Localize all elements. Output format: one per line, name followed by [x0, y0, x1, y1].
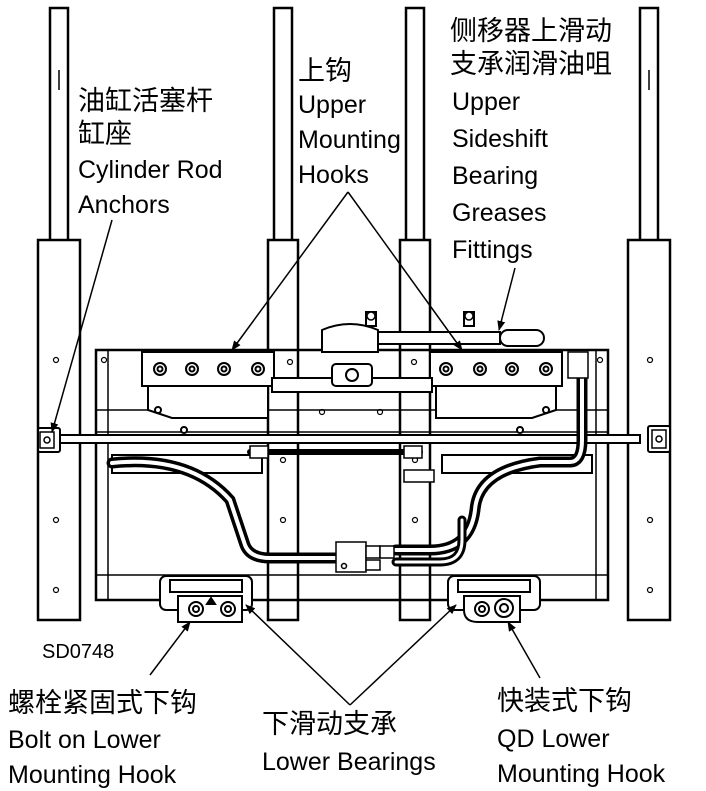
hose-fittings: [249, 351, 589, 573]
label-grease-fittings: 侧移器上滑动 支承润滑油咀 Upper Sideshift Bearing Gr…: [450, 16, 612, 264]
qd-hook-en-2: Mounting Hook: [497, 760, 666, 788]
grease-fittings-en-5: Fittings: [452, 236, 533, 264]
cylinder-rod-anchor-right: [651, 429, 667, 449]
bolt-on-hook-en-2: Mounting Hook: [8, 761, 177, 789]
grease-fittings-zh-2: 支承润滑油咀: [450, 49, 612, 80]
upper-hooks-en-3: Hooks: [298, 161, 369, 189]
bolt-on-hook-en-1: Bolt on Lower: [8, 726, 161, 754]
upper-hooks-en-2: Mounting: [298, 126, 401, 154]
bolt-on-hook-zh: 螺栓紧固式下钩: [8, 688, 197, 719]
figure-id: SD0748: [42, 641, 114, 663]
cylinder-anchors-zh-1: 油缸活塞杆: [78, 86, 213, 117]
grease-fittings-en-4: Greases: [452, 199, 546, 227]
cylinder-anchors-en-1: Cylinder Rod: [78, 156, 223, 184]
upper-hooks-zh: 上钩: [298, 56, 352, 87]
cylinder-anchors-zh-2: 缸座: [78, 119, 132, 150]
lower-bearings-zh: 下滑动支承: [262, 709, 397, 740]
label-cylinder-rod-anchors: 油缸活塞杆 缸座 Cylinder Rod Anchors: [78, 86, 223, 219]
grease-fittings-en-3: Bearing: [452, 162, 538, 190]
grease-fittings-en-1: Upper: [452, 88, 520, 116]
qd-hook-en-1: QD Lower: [497, 725, 610, 753]
label-qd-lower-hook: 快装式下钩 QD Lower Mounting Hook: [497, 686, 666, 788]
grease-fittings-en-2: Sideshift: [452, 125, 548, 153]
mast-uprights: [36, 6, 672, 622]
grease-fittings-zh-1: 侧移器上滑动: [450, 16, 612, 47]
label-upper-mounting-hooks: 上钩 Upper Mounting Hooks: [298, 56, 401, 189]
qd-lower-mounting-hook: [463, 595, 521, 623]
label-lower-bearings: 下滑动支承 Lower Bearings: [262, 709, 436, 776]
upper-mounting-hook-left: [141, 351, 275, 434]
cylinder-anchors-en-2: Anchors: [78, 191, 170, 219]
bolt-on-lower-mounting-hook: [177, 595, 243, 623]
upper-mounting-hook-right: [429, 351, 563, 434]
label-bolt-on-lower-hook: 螺栓紧固式下钩 Bolt on Lower Mounting Hook: [8, 688, 197, 789]
hydraulic-hoses: [106, 352, 588, 567]
upper-hooks-en-1: Upper: [298, 91, 366, 119]
grease-fittings: [366, 311, 474, 321]
frame-bolts: [100, 356, 604, 416]
leader-lines: [50, 191, 541, 706]
qd-hook-zh: 快装式下钩: [497, 686, 632, 717]
lower-bearings-en: Lower Bearings: [262, 748, 436, 776]
cylinder-rod-anchor-left: [39, 431, 55, 449]
